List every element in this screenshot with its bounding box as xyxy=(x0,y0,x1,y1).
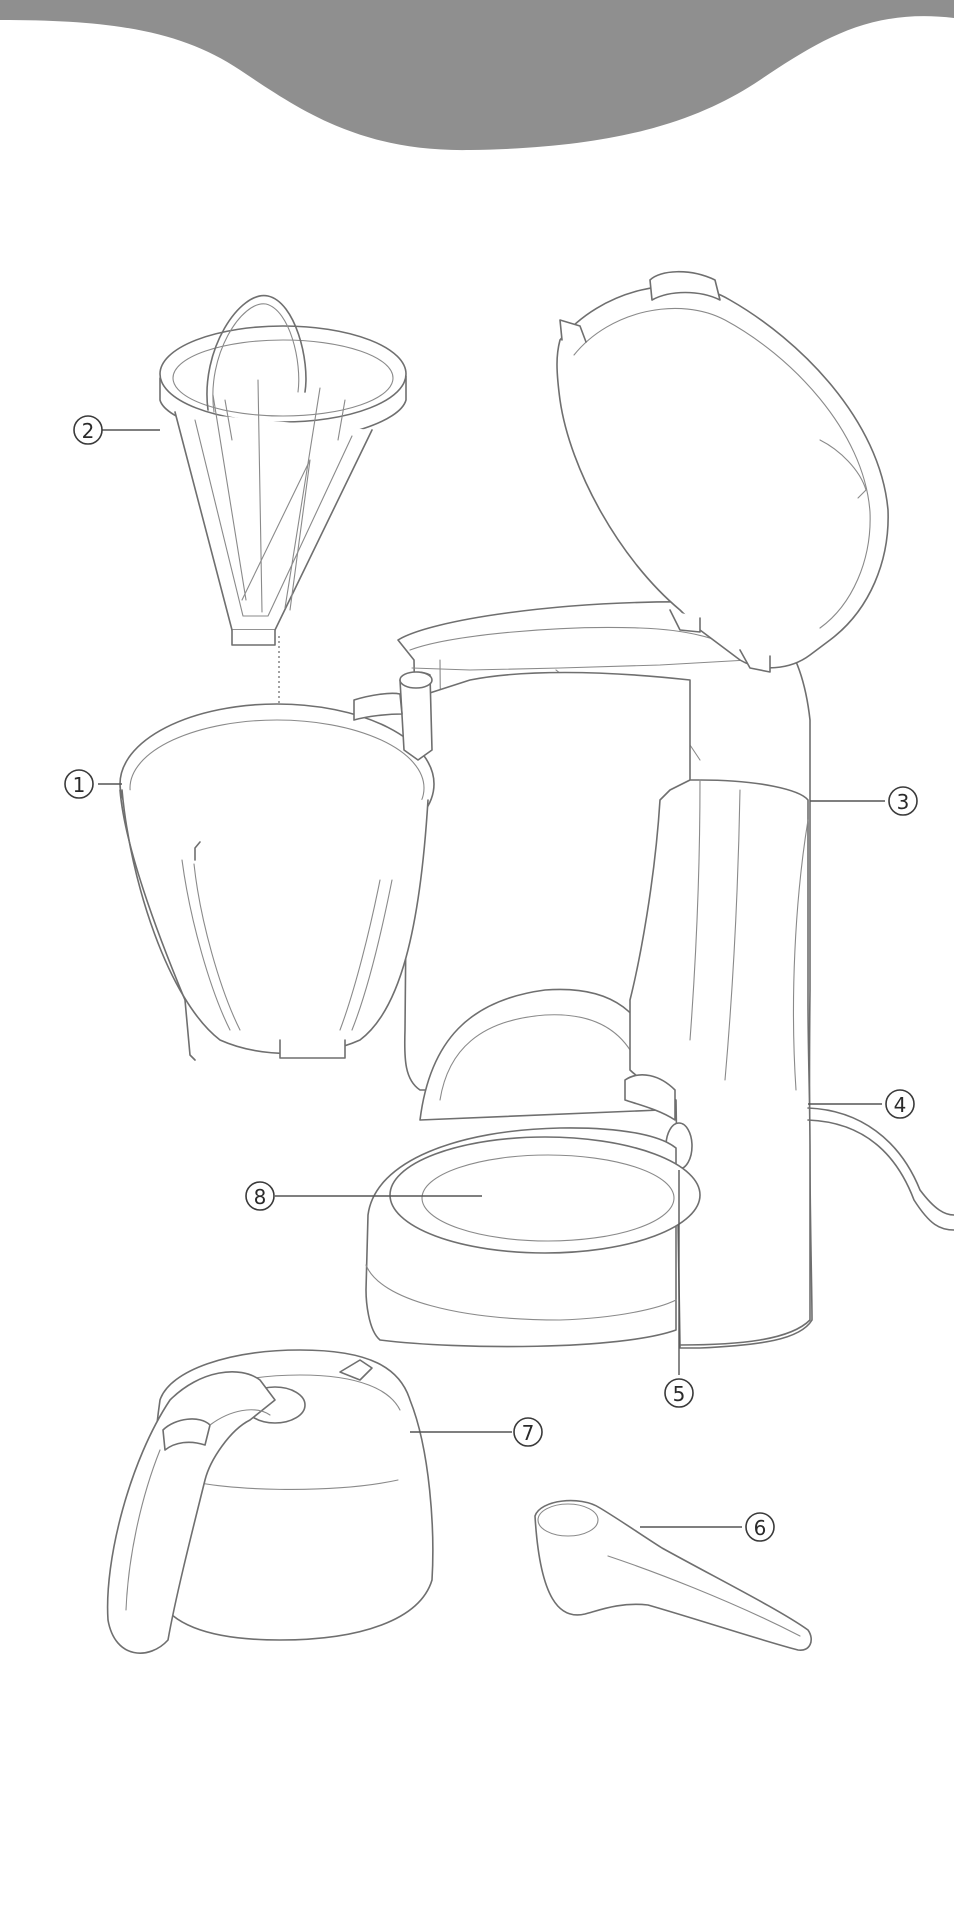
callout-measuring-spoon: 6 xyxy=(746,1513,774,1541)
callout-number: 6 xyxy=(754,1516,767,1540)
callout-on-off-switch: 5 xyxy=(665,1379,693,1407)
callout-number: 7 xyxy=(522,1421,535,1445)
coffee-maker-body xyxy=(366,602,954,1348)
callout-filter-basket: 2 xyxy=(74,416,102,444)
callout-water-tank-housing: 3 xyxy=(889,787,917,815)
callout-number: 3 xyxy=(897,790,910,814)
header-band xyxy=(0,0,954,150)
filter-basket xyxy=(160,296,406,645)
callout-glass-carafe: 7 xyxy=(514,1418,542,1446)
callout-number: 2 xyxy=(82,419,95,443)
callout-carafe-lid-filter-holder: 1 xyxy=(65,770,93,798)
callout-number: 8 xyxy=(254,1185,267,1209)
filter-holder xyxy=(120,672,434,1060)
callout-warming-plate: 8 xyxy=(246,1182,274,1210)
callout-power-cord: 4 xyxy=(886,1090,914,1118)
callout-number: 1 xyxy=(73,773,86,797)
callout-number: 4 xyxy=(894,1093,907,1117)
callout-number: 5 xyxy=(673,1382,686,1406)
glass-carafe xyxy=(108,1350,433,1653)
